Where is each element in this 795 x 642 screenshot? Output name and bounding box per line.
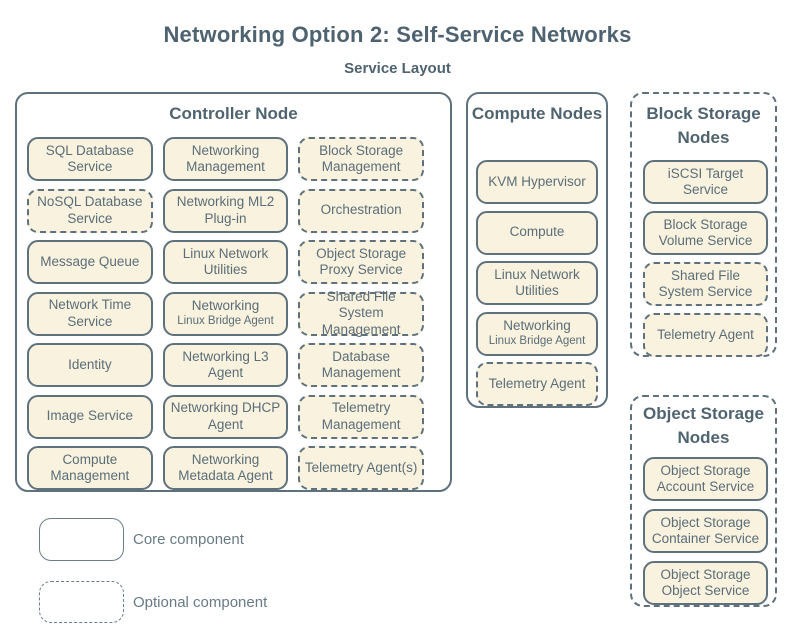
service-object-storage-container: Object Storage Container Service: [643, 509, 768, 553]
legend-optional-label: Optional component: [133, 593, 268, 611]
legend-optional-swatch: [39, 581, 124, 623]
service-nosql-database: NoSQL Database Service: [27, 188, 153, 233]
controller-service-grid: SQL Database Service Networking Manageme…: [27, 137, 424, 490]
service-database-management: Database Management: [298, 343, 424, 387]
service-sql-database: SQL Database Service: [27, 137, 153, 181]
service-telemetry-management: Telemetry Management: [298, 394, 424, 439]
service-network-time: Network Time Service: [27, 291, 153, 336]
object-storage-nodes-title: Object Storage Nodes: [643, 404, 764, 447]
controller-node-title: Controller Node: [169, 104, 298, 123]
service-telemetry-agents: Telemetry Agent(s): [298, 446, 424, 490]
service-shared-file-system-management: Shared File System Management: [298, 289, 424, 337]
object-storage-service-stack: Object Storage Account Service Object St…: [643, 457, 768, 605]
service-shared-file-system: Shared File System Service: [643, 262, 768, 306]
compute-nodes-title: Compute Nodes: [471, 104, 603, 123]
service-telemetry-agent-block: Telemetry Agent: [643, 313, 768, 357]
service-identity: Identity: [27, 343, 153, 387]
block-storage-nodes-panel: Block Storage Nodes iSCSI Target Service…: [630, 92, 777, 357]
page-title: Networking Option 2: Self-Service Networ…: [163, 22, 632, 47]
compute-nodes-panel: Compute Nodes KVM Hypervisor Compute Lin…: [466, 92, 608, 408]
legend-core-label: Core component: [133, 531, 244, 548]
service-block-storage-volume: Block Storage Volume Service: [643, 211, 768, 255]
service-networking-dhcp-agent: Networking DHCP Agent: [162, 394, 289, 439]
service-kvm-hypervisor: KVM Hypervisor: [476, 160, 598, 204]
service-image-service: Image Service: [27, 394, 153, 439]
service-networking-l3-agent: Networking L3 Agent: [162, 343, 289, 387]
service-linux-network-utilities: Linux Network Utilities: [162, 240, 289, 284]
block-storage-nodes-title: Block Storage Nodes: [646, 104, 761, 147]
block-storage-service-stack: iSCSI Target Service Block Storage Volum…: [643, 160, 768, 357]
service-orchestration: Orchestration: [298, 188, 424, 233]
legend-core-swatch: [39, 518, 124, 561]
service-block-storage-management: Block Storage Management: [298, 137, 424, 181]
service-sublabel: Linux Bridge Agent: [488, 334, 586, 347]
service-telemetry-agent-compute: Telemetry Agent: [476, 362, 598, 406]
service-iscsi-target: iSCSI Target Service: [643, 160, 768, 204]
service-message-queue: Message Queue: [27, 240, 153, 284]
controller-node-panel: Controller Node SQL Database Service Net…: [15, 92, 452, 492]
service-object-storage-account: Object Storage Account Service: [643, 457, 768, 501]
service-compute-management: Compute Management: [27, 446, 153, 490]
object-storage-nodes-panel: Object Storage Nodes Object Storage Acco…: [630, 395, 777, 607]
service-networking-ml2-plugin: Networking ML2 Plug-in: [162, 188, 289, 233]
service-compute: Compute: [476, 210, 598, 255]
service-sublabel: Linux Bridge Agent: [177, 314, 274, 327]
service-networking-management: Networking Management: [162, 137, 289, 181]
page-subtitle: Service Layout: [344, 60, 451, 77]
service-linux-network-utilities-compute: Linux Network Utilities: [476, 261, 598, 305]
service-object-storage-object: Object Storage Object Service: [643, 561, 768, 605]
service-networking-metadata-agent: Networking Metadata Agent: [162, 446, 289, 490]
compute-service-stack: KVM Hypervisor Compute Linux Network Uti…: [476, 160, 598, 406]
service-object-storage-proxy: Object Storage Proxy Service: [298, 240, 424, 284]
